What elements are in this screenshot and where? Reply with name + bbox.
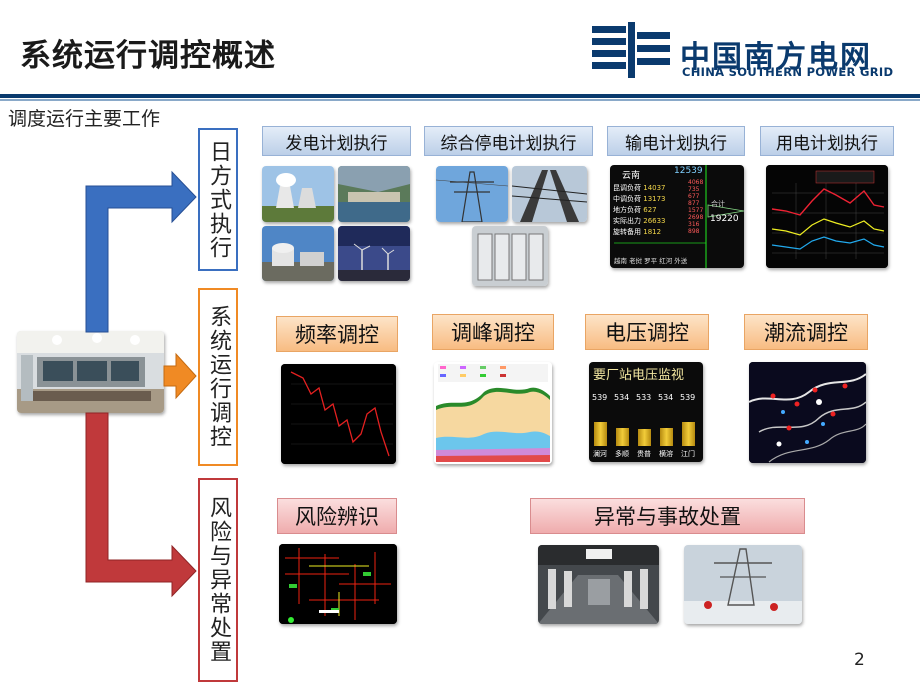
- arrow-daily-mode: [85, 170, 197, 333]
- transmission-total: 19220: [710, 214, 739, 224]
- label-generation-plan: 发电计划执行: [262, 126, 411, 156]
- voltage-station-name: 多顺: [615, 450, 629, 458]
- label-outage-plan: 综合停电计划执行: [424, 126, 593, 156]
- arrow-risk-handling: [85, 412, 197, 598]
- transmission-row: 实际出力 26633: [613, 216, 666, 227]
- transmission-row-value: 1812: [643, 228, 662, 236]
- category-risk-handling: 风险与异常处置: [198, 478, 238, 682]
- transmission-row: 旋转备用 1812: [613, 227, 666, 238]
- transmission-right-value: 316: [688, 221, 700, 228]
- page-number: 2: [854, 650, 865, 670]
- logo-english-name: CHINA SOUTHERN POWER GRID: [682, 65, 894, 79]
- label-peak-shaving-control: 调峰调控: [432, 314, 554, 350]
- category-system-control: 系统运行调控: [198, 288, 238, 466]
- logo-chinese-name: 中国南方电网: [680, 40, 872, 75]
- transmission-right-value: 877: [688, 200, 700, 207]
- transmission-readout: 12539: [674, 166, 703, 176]
- section-subtitle: 调度运行主要工作: [8, 108, 161, 130]
- label-power-flow-control: 潮流调控: [744, 314, 868, 350]
- transmission-row: 昆调负荷 14037: [613, 183, 666, 194]
- peak-shaving-chart: [434, 362, 552, 464]
- voltage-station-name: 江门: [681, 450, 695, 458]
- substation-photo: [512, 166, 587, 222]
- page-title: 系统运行调控概述: [20, 38, 276, 74]
- substation-interior-photo: [538, 545, 659, 624]
- power-flow-map-screen: [749, 362, 866, 463]
- label-transmission-plan: 输电计划执行: [607, 126, 745, 156]
- transmission-row-value: 14037: [643, 184, 666, 192]
- voltage-bar-value: 539: [680, 393, 696, 402]
- arrow-system-control: [163, 352, 197, 400]
- transmission-row-value: 627: [643, 206, 657, 214]
- wind-farm-photo: [338, 226, 410, 281]
- icy-tower-photo: [684, 545, 802, 624]
- voltage-bar: [594, 422, 607, 446]
- consumption-chart-screen: [766, 165, 888, 268]
- voltage-station-name: 澜河: [593, 450, 607, 458]
- label-frequency-control: 频率调控: [276, 316, 398, 352]
- transmission-right-value: 4068: [688, 179, 704, 186]
- transmission-row-name: 中调负荷: [613, 195, 644, 203]
- transmission-right-value: 2698: [688, 214, 704, 221]
- transmission-row-name: 地方负荷: [613, 206, 644, 214]
- transmission-right-value: 1577: [688, 207, 704, 214]
- voltage-station-name: 贵普: [637, 450, 651, 458]
- voltage-bar: [616, 428, 629, 446]
- voltage-bar-value: 533: [636, 393, 652, 402]
- voltage-bar-value: 534: [614, 393, 630, 402]
- label-voltage-control: 电压调控: [585, 314, 709, 350]
- transmission-footer: 越南 老挝 罗平 红河 外送: [614, 257, 688, 265]
- label-risk-identification: 风险辨识: [277, 498, 397, 534]
- voltage-monitor-title: 要厂站电压监视: [593, 368, 685, 383]
- voltage-bar: [638, 429, 651, 446]
- voltage-monitor-screen: 要厂站电压监视 539 澜河 534 多顺 533 贵普 534 横溶 539 江门: [589, 362, 703, 462]
- dam-photo: [338, 166, 410, 222]
- voltage-bar-value: 539: [592, 393, 608, 402]
- label-consumption-plan: 用电计划执行: [760, 126, 894, 156]
- voltage-bar: [660, 428, 673, 446]
- transmission-total-label: 合计: [711, 200, 725, 208]
- transmission-row-name: 昆调负荷: [613, 184, 644, 192]
- header-rule: [0, 94, 920, 98]
- transmission-right-value: 735: [688, 186, 700, 193]
- nuclear-plant-photo: [262, 226, 334, 281]
- frequency-chart-screen: [281, 364, 396, 464]
- voltage-bar: [682, 422, 695, 446]
- voltage-station-name: 横溶: [659, 450, 673, 458]
- voltage-bar-value: 534: [658, 393, 674, 402]
- risk-schematic-screen: [279, 544, 397, 624]
- transmission-right-value: 898: [688, 228, 700, 235]
- transmission-row: 地方负荷 627: [613, 205, 666, 216]
- power-plant-photo: [262, 166, 334, 222]
- category-daily-mode: 日方式执行: [198, 128, 238, 271]
- transmission-row-value: 26633: [643, 217, 666, 225]
- transmission-row-value: 13173: [643, 195, 666, 203]
- control-room-photo: [17, 331, 164, 413]
- transmission-tower-photo: [436, 166, 508, 222]
- transmission-row: 中调负荷 13173: [613, 194, 666, 205]
- transmission-region: 云南: [622, 171, 641, 181]
- label-incident-handling: 异常与事故处置: [530, 498, 805, 534]
- grid-logo-icon: [592, 22, 670, 78]
- transmission-row-name: 实际出力: [613, 217, 644, 225]
- transmission-right-value: 677: [688, 193, 700, 200]
- transmission-row-name: 旋转备用: [613, 228, 644, 236]
- switchgear-photo: [472, 226, 548, 286]
- header-rule-light: [0, 99, 920, 101]
